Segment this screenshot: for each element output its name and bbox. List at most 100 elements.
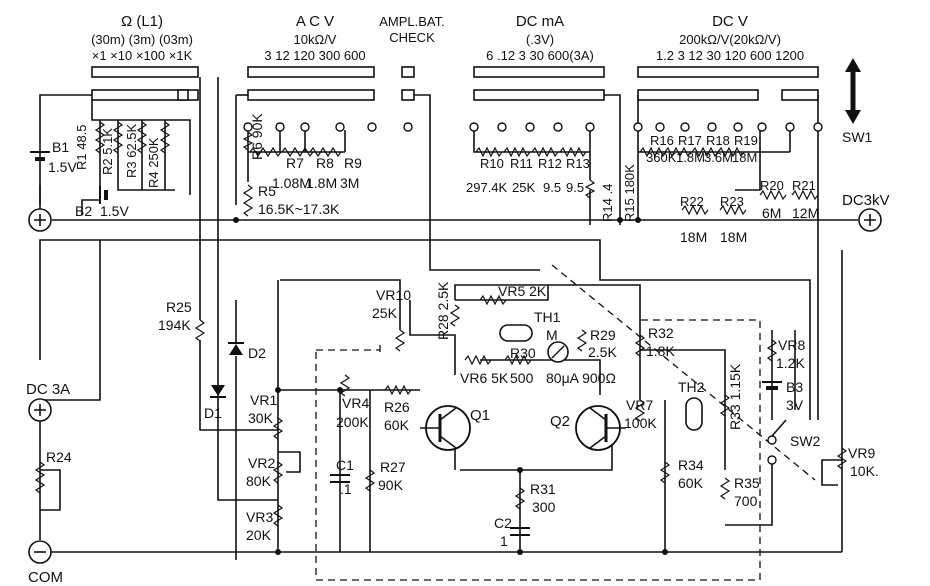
r6-label: R6 90K: [249, 113, 265, 160]
dcma-bar-bottom: [473, 89, 605, 101]
r14-label: R14 .4: [600, 184, 615, 222]
dcv-bar-top: [637, 66, 819, 78]
dcv-bar-bottom: [637, 89, 759, 101]
r34-label: R34: [678, 457, 704, 473]
r4-label: R4 250K: [146, 137, 161, 188]
dc3kv-label: DC3kV: [842, 192, 890, 209]
acv-bar-bottom: [247, 89, 375, 101]
r12-label: R12: [538, 156, 562, 171]
r19-value: 18M: [732, 150, 757, 165]
th2-thermistor-icon: [685, 397, 703, 431]
ohm-section-wiring: [39, 77, 278, 431]
vr1-resistor: [272, 417, 284, 440]
r28-resistor: [449, 304, 461, 327]
vr4-resistor: [339, 374, 351, 397]
r24-tap: [40, 469, 61, 511]
vr8-resistor: [766, 339, 778, 362]
vr3-resistor: [272, 504, 284, 527]
vr5-label: VR5 2K: [498, 283, 547, 299]
r25-value: 194K: [158, 317, 191, 333]
ohm-title: Ω (L1): [121, 13, 163, 30]
ohm-range-header: Ω (L1) (30m) (3m) (03m) ×1 ×10 ×100 ×1K: [91, 13, 193, 63]
dcv-bar-end: [781, 89, 819, 101]
r20-value: 6M: [762, 205, 781, 221]
vr8-label: VR8: [778, 337, 805, 353]
dcv-title: DC V: [712, 13, 748, 30]
vr4-value: 200K: [336, 414, 369, 430]
sw2-switch-icon[interactable]: [767, 419, 787, 465]
r35-value: 700: [734, 493, 758, 509]
r17-label: R17: [678, 133, 702, 148]
dcma-range-header: DC mA (.3V) 6 .12 3 30 600(3A): [486, 13, 594, 63]
vr7-label: VR7: [626, 397, 653, 413]
sw1-label: SW1: [842, 129, 873, 145]
ampl-subtitle: CHECK: [389, 30, 435, 45]
acv-terminals: [243, 122, 377, 132]
r27-resistor: [364, 469, 376, 492]
dcv-range-header: DC V 200kΩ/V(20kΩ/V) 1.2 3 12 30 120 600…: [656, 13, 804, 63]
dcv-ranges: 1.2 3 12 30 120 600 1200: [656, 48, 804, 63]
r23-label: R23: [720, 194, 744, 209]
dcv-resistors: [639, 146, 819, 216]
dcma-section-wiring: [473, 94, 621, 225]
r24-resistor: [34, 461, 46, 494]
r32-label: R32: [648, 325, 674, 341]
r28-label: R28 2.5K: [435, 281, 451, 340]
r7-value: 1.08M: [272, 175, 311, 191]
vr6-label: VR6 5K: [460, 370, 509, 386]
b1-label: B1: [52, 139, 69, 155]
ampl-wire: [414, 94, 540, 271]
dcv-subtitle: 200kΩ/V(20kΩ/V): [679, 32, 781, 47]
junction-dots: [233, 217, 668, 555]
capacitor-c2-icon: [510, 527, 530, 536]
dcma-ranges: 6 .12 3 30 600(3A): [486, 48, 594, 63]
r27-label: R27: [380, 459, 406, 475]
r8-value: 1.8M: [306, 175, 337, 191]
d2-label: D2: [248, 345, 266, 361]
capacitor-c1-icon: [330, 474, 350, 483]
r1-label: R1 48.5: [74, 124, 89, 170]
r31-value: 300: [532, 499, 556, 515]
ampl-bar-bottom: [401, 89, 415, 101]
acv-range-header: A C V 10kΩ/V 3 12 120 300 600: [264, 13, 365, 63]
vr9-resistor: [836, 447, 848, 470]
r12-value: 9.5: [543, 180, 561, 195]
c1-label: C1: [336, 457, 354, 473]
r33-label: R33 1.15K: [727, 363, 743, 430]
dc3a-label: DC 3A: [26, 381, 70, 398]
r11-value: 25K: [512, 180, 535, 195]
dcv-terminals: [633, 122, 823, 132]
r16-label: R16: [650, 133, 674, 148]
r8-label: R8: [316, 155, 334, 171]
c2-label: C2: [494, 515, 512, 531]
vr10-value: 25K: [372, 305, 398, 321]
r25-resistor: [194, 319, 206, 342]
th1-thermistor-icon: [499, 324, 533, 342]
transistor-q2-icon: [575, 405, 626, 451]
dcma-subtitle: (.3V): [526, 32, 554, 47]
ohm-resistors: [94, 121, 171, 154]
acv-ranges: 3 12 120 300 600: [264, 48, 365, 63]
sw1-arrow-icon: [845, 58, 861, 124]
vr4-label: VR4: [342, 395, 369, 411]
r21-value: 12M: [792, 205, 819, 221]
r30-label: R30: [510, 345, 536, 361]
q2-label: Q2: [550, 413, 570, 430]
dcma-title: DC mA: [516, 13, 564, 30]
r5-label: R5: [258, 183, 276, 199]
ampl-title: AMPL.BAT.: [379, 14, 445, 29]
d1-label: D1: [204, 405, 222, 421]
r25-label: R25: [166, 299, 192, 315]
r2-label: R2 5.1K: [100, 128, 115, 175]
r10-label: R10: [480, 156, 504, 171]
r30-value: 500: [510, 370, 534, 386]
c1-value: .1: [340, 481, 352, 497]
vr2-resistor: [272, 461, 284, 484]
r9-value: 3M: [340, 175, 359, 191]
r29-resistor: [576, 329, 588, 352]
r31-resistor: [514, 487, 526, 510]
r33-resistor: [719, 394, 731, 417]
r20-label: R20: [760, 178, 784, 193]
r29-value: 2.5K: [588, 344, 617, 360]
r13-label: R13: [566, 156, 590, 171]
